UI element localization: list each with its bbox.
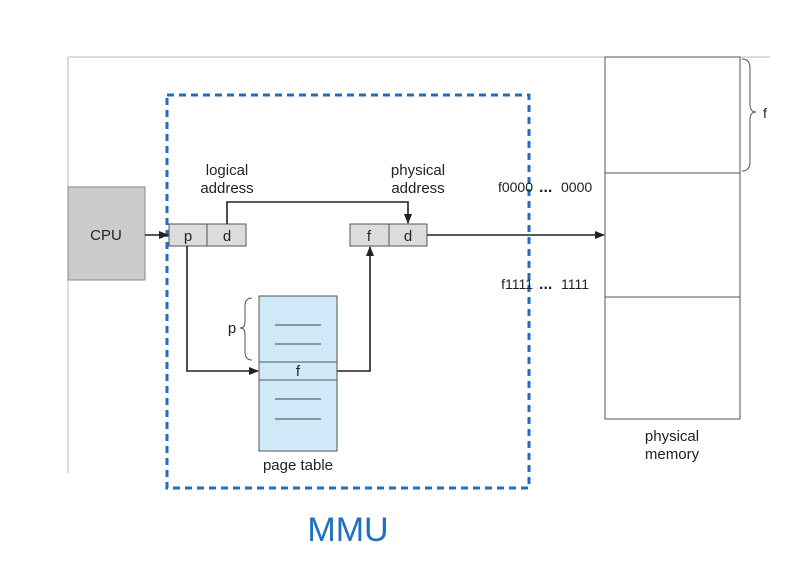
page-index-brace xyxy=(239,297,253,361)
physical-offset-label: d xyxy=(404,228,412,245)
page-table-entry-label: f xyxy=(296,363,301,380)
cpu-box xyxy=(67,186,146,281)
logical-page-label: p xyxy=(184,228,192,245)
page-table-caption: page table xyxy=(263,457,333,474)
range-end-offset: 1111 xyxy=(561,276,589,292)
physical-address-title-1: physical xyxy=(391,162,445,179)
mmu-boundary xyxy=(165,93,531,490)
page-lookup-arrow xyxy=(186,246,259,375)
range-end-dots: ... xyxy=(539,276,552,293)
frame-size-label: f xyxy=(763,105,767,121)
range-start-dots: ... xyxy=(539,179,552,196)
frame-size-brace xyxy=(741,58,757,172)
physical-memory-box xyxy=(604,56,741,420)
mmu-label: MMU xyxy=(307,511,388,549)
logical-address-title-1: logical xyxy=(206,162,249,179)
physical-address-title-2: address xyxy=(391,180,444,197)
cpu-label: CPU xyxy=(90,227,122,244)
range-start-frame: f0000 xyxy=(498,179,533,195)
physical-memory-caption-1: physical xyxy=(645,428,699,445)
range-end-frame: f1111 xyxy=(501,276,533,292)
logical-offset-label: d xyxy=(223,228,231,245)
physical-frame-label: f xyxy=(367,228,372,245)
physical-memory-caption-2: memory xyxy=(645,446,700,463)
logical-address-title-2: address xyxy=(200,180,253,197)
frame-output-arrow xyxy=(337,246,374,372)
offset-copy-arrow xyxy=(226,201,412,224)
page-index-label: p xyxy=(228,320,236,337)
range-start-offset: 0000 xyxy=(561,179,592,195)
